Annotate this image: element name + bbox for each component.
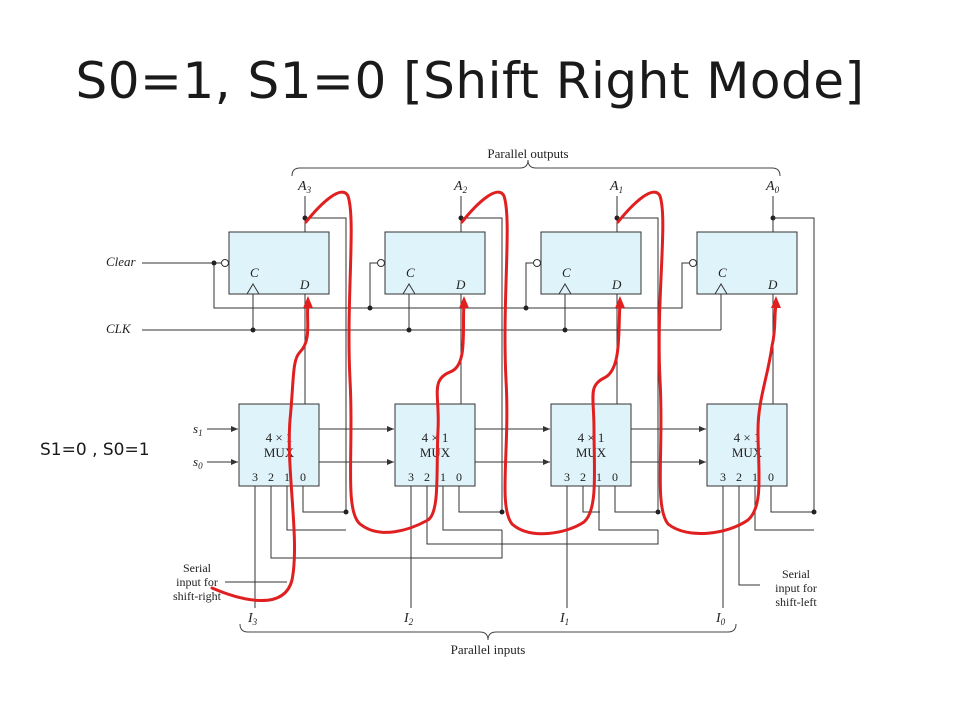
- mux2-title: 4 × 1: [422, 430, 449, 445]
- parallel-outputs-brace: [291, 159, 781, 177]
- ff2-d-label: D: [455, 277, 466, 292]
- ff1-c-label: C: [562, 265, 571, 280]
- highlight-a1-to-ff0: [616, 190, 778, 536]
- select-values-note: S1=0 , S0=1: [40, 440, 150, 460]
- flipflop-3: [228, 231, 330, 295]
- select-lines: [207, 426, 706, 465]
- mux3-title: 4 × 1: [266, 430, 293, 445]
- mux-blocks: [238, 403, 788, 487]
- flipflop-0: [696, 231, 798, 295]
- output-junctions: [302, 215, 776, 221]
- slide-title: S0=1, S1=0 [Shift Right Mode]: [75, 52, 865, 110]
- output-labels: A3 A2 A1 A0: [297, 179, 780, 195]
- mux0-pin1: 1: [752, 470, 758, 484]
- output-label-a3: A3: [297, 179, 312, 195]
- parallel-inputs-brace: [239, 623, 737, 641]
- mux1-pin2: 2: [580, 470, 586, 484]
- flipflop-1: [540, 231, 642, 295]
- mux1-pin3: 3: [564, 470, 570, 484]
- clk-junctions: [250, 327, 568, 333]
- mux2-pin1: 1: [440, 470, 446, 484]
- mux0-pin3: 3: [720, 470, 726, 484]
- mux-1: [550, 403, 632, 487]
- mux2-name: MUX: [420, 445, 451, 460]
- mux1-pin0: 0: [612, 470, 618, 484]
- ff3-d-label: D: [299, 277, 310, 292]
- mux-3: [238, 403, 320, 487]
- flipflops: [228, 231, 798, 295]
- mux-wiring-junctions: [343, 509, 817, 515]
- mux-2: [394, 403, 476, 487]
- mux3-pin3: 3: [252, 470, 258, 484]
- highlight-arrowheads: [303, 296, 781, 308]
- output-label-a1: A1: [609, 179, 623, 195]
- ff2-c-label: C: [406, 265, 415, 280]
- parallel-outputs-label: Parallel outputs: [487, 146, 568, 161]
- clock-triangles: [246, 283, 728, 295]
- mux-0: [706, 403, 788, 487]
- mux3-pin1: 1: [284, 470, 290, 484]
- input-label-i3: I3: [247, 611, 258, 627]
- mux1-title: 4 × 1: [578, 430, 605, 445]
- clear-label: Clear: [106, 254, 137, 269]
- mux2-pin3: 3: [408, 470, 414, 484]
- mux0-name: MUX: [732, 445, 763, 460]
- mux1-pin1: 1: [596, 470, 602, 484]
- mux3-pin0: 0: [300, 470, 306, 484]
- highlight-serial-to-ff3: [210, 302, 310, 602]
- serial-right-line1: Serial: [183, 561, 212, 575]
- output-label-a2: A2: [453, 179, 468, 195]
- highlight-a2-to-ff1: [460, 190, 622, 536]
- clk-label: CLK: [106, 321, 132, 336]
- parallel-inputs-label: Parallel inputs: [451, 642, 526, 657]
- ff1-d-label: D: [611, 277, 622, 292]
- serial-left-line1: Serial: [782, 567, 811, 581]
- s0-label: s0: [193, 454, 203, 471]
- serial-right-line2: input for: [176, 575, 218, 589]
- mux-to-d-wires: [304, 294, 774, 404]
- mux0-pin2: 2: [736, 470, 742, 484]
- clear-junctions: [211, 260, 529, 311]
- mux3-pin2: 2: [268, 470, 274, 484]
- shift-right-path: [210, 190, 778, 602]
- clk-wiring: [142, 294, 722, 331]
- ff0-d-label: D: [767, 277, 778, 292]
- clear-bubbles: [221, 259, 697, 267]
- output-taps: [304, 196, 774, 232]
- mux3-name: MUX: [264, 445, 295, 460]
- ff3-c-label: C: [250, 265, 259, 280]
- s1-label: s1: [193, 421, 203, 438]
- input-label-i2: I2: [403, 611, 414, 627]
- ff0-c-label: C: [718, 265, 727, 280]
- output-label-a0: A0: [765, 179, 780, 195]
- highlight-a3-to-ff2: [304, 190, 466, 534]
- input-label-i0: I0: [715, 611, 726, 627]
- serial-right-line3: shift-right: [173, 589, 222, 603]
- serial-left-line2: input for: [775, 581, 817, 595]
- mux2-pin0: 0: [456, 470, 462, 484]
- serial-left-line3: shift-left: [775, 595, 817, 609]
- input-label-i1: I1: [559, 611, 569, 627]
- mux0-pin0: 0: [768, 470, 774, 484]
- flipflop-2: [384, 231, 486, 295]
- mux1-name: MUX: [576, 445, 607, 460]
- mux2-pin2: 2: [424, 470, 430, 484]
- mux0-title: 4 × 1: [734, 430, 761, 445]
